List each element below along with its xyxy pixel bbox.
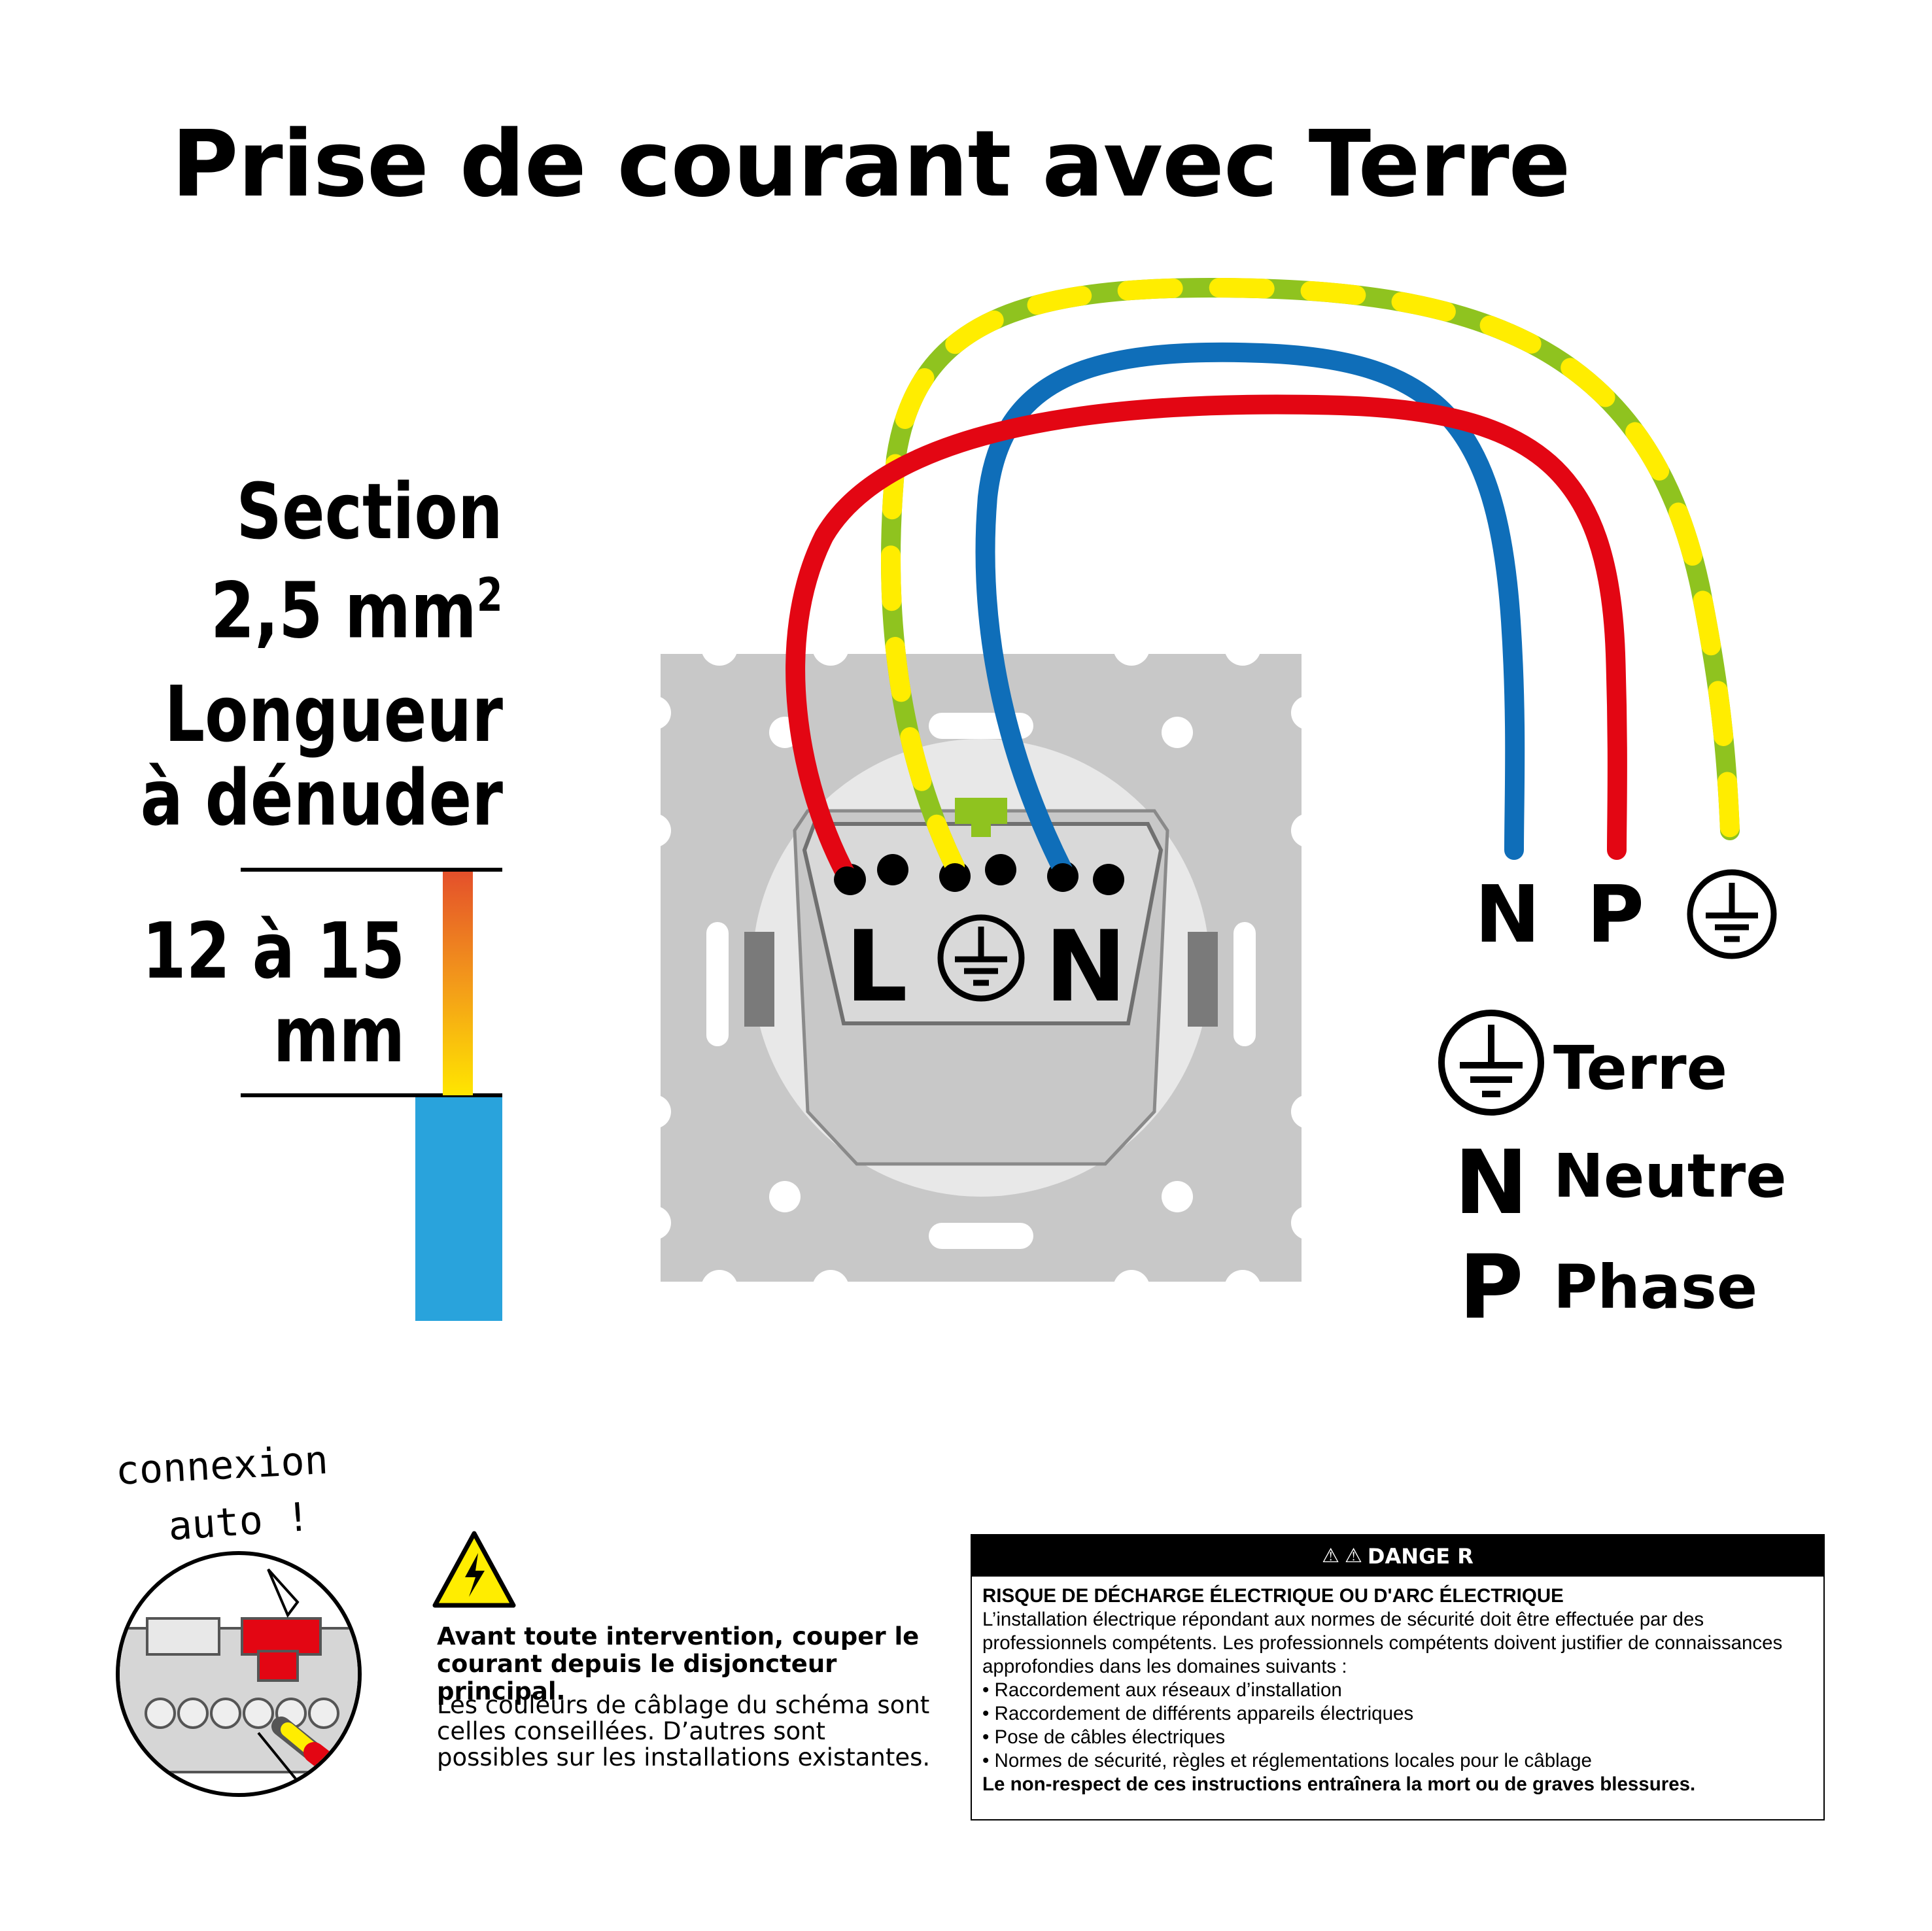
warning-triangle-icon: ⚠ [1344,1545,1362,1567]
wire-end-n-label: N [1475,870,1540,961]
legend-p-symbol: P [1459,1236,1524,1339]
legend-phase-label: Phase [1553,1252,1757,1322]
strip-length-indicator [241,868,502,1321]
wires [785,277,1740,886]
cable-sheath [415,1097,502,1321]
right-claw [1188,932,1218,1027]
wiring-color-note: Les couleurs de câblage du schéma sont c… [437,1691,931,1771]
legend-n-symbol: N [1455,1131,1528,1234]
warning-instruction: Avant toute intervention, couper le cour… [437,1622,920,1705]
danger-footer: Le non-respect de ces instructions entra… [982,1773,1696,1795]
danger-list-item: Pose de câbles électriques [982,1726,1813,1749]
neutral-wire [975,342,1525,880]
strip-line2: mm [273,989,405,1080]
section-superscript: 2 [477,568,503,622]
danger-list-item: Raccordement de différents appareils éle… [982,1702,1813,1726]
left-claw [744,932,774,1027]
stripped-conductor [443,872,473,1095]
length-line1: Longueur [164,669,503,759]
length-line2: à dénuder [140,753,503,843]
socket-mounting-plate [637,629,1325,1307]
warning-triangle-icon: ⚠ [1322,1545,1339,1567]
section-line1: Section [236,466,503,556]
wire-end-earth-icon [1687,869,1777,959]
section-line2: 2,5 mm2 [211,565,503,656]
legend-earth-label: Terre [1553,1033,1727,1103]
danger-heading: RISQUE DE DÉCHARGE ÉLECTRIQUE OU D'ARC É… [982,1585,1564,1607]
terminal-l-label: L [845,910,908,1024]
earth-wire-stripe [881,277,1740,876]
strip-length-label: Longueur à dénuder [141,672,503,840]
auto-connect-illustration [116,1551,362,1797]
terminal-earth-icon [937,914,1025,1002]
danger-list: Raccordement aux réseaux d’installation … [982,1679,1813,1773]
danger-intro: L’installation électrique répondant aux … [982,1609,1783,1677]
danger-notice: ⚠ ⚠ DANGE R RISQUE DE DÉCHARGE ÉLECTRIQU… [971,1534,1825,1820]
legend-neutral-label: Neutre [1553,1141,1787,1211]
strip-length-value: 12 à 15 mm [142,909,405,1076]
danger-list-item: Raccordement aux réseaux d’installation [982,1679,1813,1702]
section-label: Section 2,5 mm2 [211,470,503,652]
high-voltage-warning-icon [432,1531,516,1608]
terminal-n-label: N [1044,910,1127,1024]
danger-header-label: DANGE R [1367,1543,1474,1569]
strip-line1: 12 à 15 [142,906,405,996]
wire-end-p-label: P [1587,870,1644,961]
danger-header: ⚠ ⚠ DANGE R [972,1535,1823,1577]
legend-earth-icon [1438,1010,1544,1116]
page-title: Prise de courant avec Terre [171,111,1571,218]
danger-list-item: Normes de sécurité, règles et réglementa… [982,1749,1813,1773]
phase-wire [785,394,1627,886]
